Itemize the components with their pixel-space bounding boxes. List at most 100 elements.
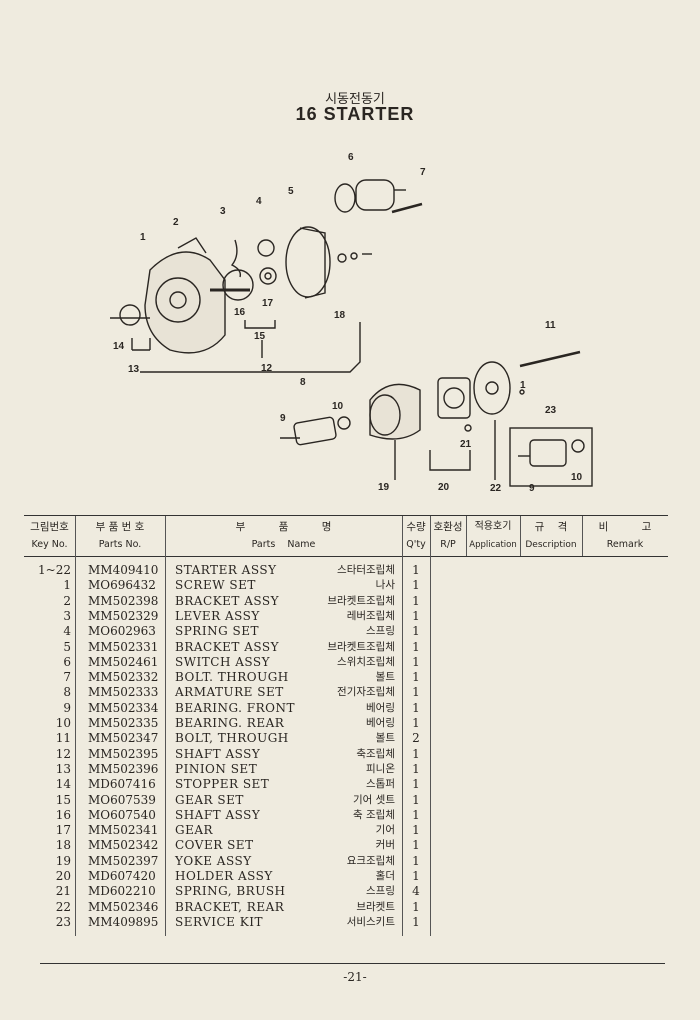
quantity: 1 bbox=[412, 593, 420, 608]
callout: 11 bbox=[545, 320, 556, 331]
column-divider bbox=[430, 516, 431, 936]
part-name: SPRING SET bbox=[175, 624, 259, 639]
part-no: MO602963 bbox=[88, 624, 156, 639]
part-name-korean: 축조립체 bbox=[356, 747, 395, 760]
part-name-korean: 브라켓트 bbox=[356, 900, 395, 913]
callout: 2 bbox=[173, 217, 179, 228]
part-name: SERVICE KIT bbox=[175, 914, 263, 929]
part-name-korean: 전기자조립체 bbox=[337, 686, 395, 699]
quantity: 1 bbox=[412, 624, 420, 639]
part-name-korean: 기어 셋트 bbox=[353, 793, 395, 806]
part-name: BRACKET ASSY bbox=[175, 593, 280, 608]
cover-drawing bbox=[285, 226, 331, 298]
quantity: 1 bbox=[412, 777, 420, 792]
part-name-korean: 스프링 bbox=[366, 885, 395, 898]
key-no: 23 bbox=[55, 914, 71, 929]
key-no: 10 bbox=[55, 716, 71, 730]
part-name: SPRING, BRUSH bbox=[175, 884, 286, 899]
part-name-korean: 요크조립체 bbox=[346, 854, 395, 867]
key-no: 22 bbox=[55, 899, 71, 914]
armature-drawing bbox=[293, 416, 337, 446]
key-no: 14 bbox=[55, 777, 71, 792]
quantity: 1 bbox=[412, 914, 420, 929]
callout: 16 bbox=[234, 307, 246, 318]
part-name-korean: 스위치조립체 bbox=[337, 655, 395, 668]
page-title-korean: 시동전동기 bbox=[325, 92, 385, 107]
quantity: 1 bbox=[412, 578, 420, 593]
callout: 10 bbox=[571, 472, 583, 483]
quantity: 2 bbox=[412, 731, 420, 746]
part-no: MM502335 bbox=[88, 716, 159, 730]
callout: 10 bbox=[332, 401, 344, 412]
quantity: 1 bbox=[412, 746, 420, 761]
key-no: 13 bbox=[55, 761, 71, 776]
part-name: BEARING. FRONT bbox=[175, 700, 296, 715]
part-name: GEAR SET bbox=[175, 792, 244, 807]
callout: 7 bbox=[420, 167, 426, 178]
part-name-korean: 나사 bbox=[375, 579, 395, 592]
part-name-korean: 베어링 bbox=[366, 717, 395, 729]
callout: 17 bbox=[262, 298, 274, 309]
quantity: 1 bbox=[412, 792, 420, 807]
callout: 21 bbox=[460, 439, 472, 450]
part-no: MM502397 bbox=[88, 853, 159, 868]
key-no: 18 bbox=[55, 838, 71, 853]
part-name-korean: 스타터조립체 bbox=[337, 564, 395, 576]
callout: 22 bbox=[490, 483, 502, 494]
key-no: 1~22 bbox=[38, 563, 71, 577]
callout: 4 bbox=[256, 196, 262, 207]
part-no: MM502333 bbox=[88, 685, 159, 700]
page-number: -21- bbox=[343, 970, 367, 984]
part-no: MM502342 bbox=[88, 838, 159, 853]
part-no: MM502398 bbox=[88, 593, 159, 608]
callout: 20 bbox=[438, 482, 450, 493]
callout: 3 bbox=[220, 206, 226, 217]
part-name-korean: 베어링 bbox=[366, 701, 395, 714]
part-name-korean: 레버조립체 bbox=[346, 609, 395, 622]
exploded-parts-diagram: 6 7 2 3 4 5 1 17 16 15 18 12 14 13 11 8 … bbox=[110, 152, 593, 494]
part-no: MO607539 bbox=[88, 792, 156, 807]
quantity: 1 bbox=[412, 853, 420, 868]
part-no: MO607540 bbox=[88, 807, 156, 822]
quantity: 1 bbox=[412, 869, 420, 883]
callout: 14 bbox=[113, 341, 125, 352]
callout: 15 bbox=[254, 331, 266, 342]
part-name-korean: 볼트 bbox=[375, 671, 395, 684]
key-no: 20 bbox=[55, 869, 71, 883]
key-no: 9 bbox=[63, 700, 71, 715]
part-name-korean: 축 조립체 bbox=[353, 808, 395, 821]
callout: 1 bbox=[520, 380, 526, 391]
key-no: 16 bbox=[55, 807, 71, 822]
quantity: 1 bbox=[412, 761, 420, 776]
callout-labels: 6 7 2 3 4 5 1 17 16 15 18 12 14 13 11 8 … bbox=[113, 152, 583, 494]
quantity: 1 bbox=[412, 716, 420, 730]
part-name-korean: 기어 bbox=[375, 824, 395, 837]
part-name: ARMATURE SET bbox=[175, 685, 284, 700]
callout: 1 bbox=[140, 232, 146, 243]
part-no: MM502395 bbox=[88, 746, 159, 761]
column-divider bbox=[165, 516, 166, 936]
part-name-korean: 스프링 bbox=[366, 625, 395, 638]
pinion-drawing bbox=[119, 304, 141, 326]
quantity: 1 bbox=[412, 608, 420, 623]
quantity: 1 bbox=[412, 563, 420, 577]
part-no: MM502461 bbox=[88, 654, 159, 669]
part-no: MO696432 bbox=[88, 578, 156, 593]
